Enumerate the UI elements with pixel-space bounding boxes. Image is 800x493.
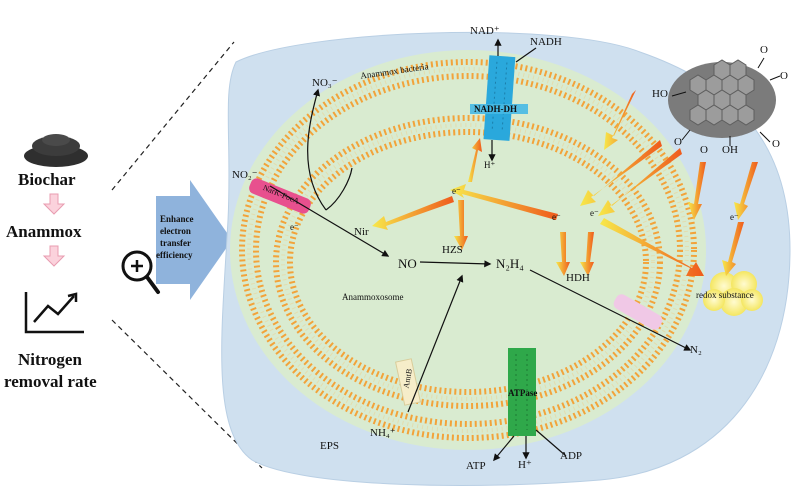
left-flow-arrows: [42, 193, 66, 267]
nad-plus-label: NAD⁺: [470, 25, 500, 37]
nadh-dh-bar: [470, 104, 528, 114]
anammoxosome-membrane: [273, 115, 663, 409]
n2-channel: [613, 294, 663, 330]
nitrogen-label: Nitrogen: [18, 350, 82, 369]
atp-label: ATP: [466, 460, 486, 472]
redox-substance-label: redox substance: [696, 290, 754, 300]
nadh-label: NADH: [530, 36, 562, 48]
e-minus-2: e⁻: [552, 212, 561, 222]
eps-label: EPS: [320, 440, 339, 452]
no-label: NO: [398, 256, 417, 271]
nir-label: Nir: [354, 226, 369, 238]
magnifier-icon: [121, 250, 160, 294]
removal-rate-label: removal rate: [4, 372, 97, 391]
no2-label: NO₂⁻: [232, 169, 258, 181]
adp-label: ADP: [560, 450, 583, 462]
atpase-complex: [508, 348, 536, 436]
nadh-dh-complex: [483, 55, 516, 141]
nitrogen-flow-arrows: [269, 38, 692, 462]
biochar-label: Biochar: [18, 170, 76, 189]
biochar-pile-icon: [24, 134, 88, 167]
e-minus-4: e⁻: [730, 212, 739, 222]
anammoxosome: [272, 114, 664, 410]
anammoxosome-label: Anammoxosome: [342, 292, 404, 302]
biochar-graphene-icon: [668, 59, 776, 138]
n2-label: N₂: [690, 344, 702, 356]
nh4-label: NH₄⁺: [370, 427, 396, 439]
enhance-line-2: electron: [160, 226, 191, 236]
e-minus-3: e⁻: [590, 208, 599, 218]
nitrite-transporter: [249, 178, 311, 214]
enhance-line-1: Enhance: [160, 214, 194, 224]
enhance-line-3: transfer: [160, 238, 191, 248]
o-group-4: O: [772, 138, 780, 150]
atpase-label: ATPase: [508, 388, 538, 398]
o-group-1: O: [760, 44, 768, 56]
outer-membrane: [239, 59, 697, 441]
redox-substance-blob: [703, 271, 763, 316]
n2h4-label: N₂H₄: [496, 256, 524, 271]
o-group-3: O: [674, 136, 682, 148]
o-group-5: O: [700, 144, 708, 156]
enhance-line-4: efficiency: [156, 250, 193, 260]
e-minus-1: e⁻: [452, 186, 461, 196]
rising-chart-icon: [24, 292, 84, 334]
o-group-2: O: [780, 70, 788, 82]
h-plus-bottom-label: H⁺: [518, 459, 532, 471]
amt-transporter: [395, 358, 421, 406]
oh-group-label: OH: [722, 144, 738, 156]
anammox-label: Anammox: [6, 222, 82, 241]
enhance-arrow: [156, 180, 232, 300]
e-minus-5: e⁻: [290, 222, 299, 232]
ho-group-label: HO: [652, 88, 668, 100]
hdh-label: HDH: [566, 272, 590, 284]
no3-label: NO₃⁻: [312, 77, 338, 89]
nadh-dh-label: NADH-DH: [474, 104, 517, 114]
functional-groups: [671, 57, 781, 146]
h-plus-top-label: H⁺: [484, 160, 496, 170]
hzs-label: HZS: [442, 244, 463, 256]
electron-transfer-arrows: [372, 90, 758, 276]
